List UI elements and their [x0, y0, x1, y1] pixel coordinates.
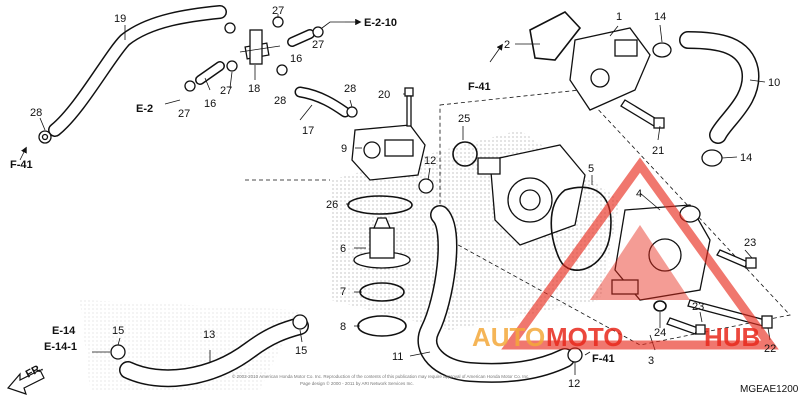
callout-1: 1 [616, 11, 622, 23]
clamp-28-right[interactable] [346, 106, 358, 118]
callout-23: 23 [692, 301, 704, 313]
clamp-27-e[interactable] [184, 80, 196, 92]
callout-23: 23 [744, 237, 756, 249]
clamp-27-d[interactable] [226, 60, 238, 72]
callout-3: 3 [648, 355, 654, 367]
bolt-21[interactable] [620, 99, 665, 129]
callout-8: 8 [340, 321, 346, 333]
copyright-line-2: Page design © 2000 - 2011 by ARI Network… [300, 380, 414, 386]
clamp-14-lower[interactable] [701, 149, 723, 167]
callout-26: 26 [326, 199, 338, 211]
ref-e-2: E-2 [136, 103, 153, 115]
clamp-28-mid[interactable] [276, 64, 288, 76]
watermark-logo [501, 157, 779, 350]
callout-14: 14 [740, 152, 752, 164]
callout-28: 28 [30, 107, 42, 119]
callout-5: 5 [588, 163, 594, 175]
hose-joint-18[interactable] [239, 29, 281, 65]
clamp-15-left[interactable] [110, 344, 126, 360]
callout-17: 17 [302, 125, 314, 137]
arrow-f41-bottom [584, 351, 591, 356]
water-pump-body[interactable] [477, 144, 586, 246]
callout-7: 7 [340, 286, 346, 298]
callout-16: 16 [290, 53, 302, 65]
hose-17[interactable] [294, 86, 351, 118]
callout-28: 28 [274, 95, 286, 107]
callout-16: 16 [204, 98, 216, 110]
o-ring-26[interactable] [347, 195, 413, 215]
hose-10[interactable] [679, 31, 760, 144]
hose-16-left[interactable] [195, 61, 225, 85]
front-direction-arrow [6, 369, 45, 395]
arrow-e2 [164, 99, 181, 105]
callout-28: 28 [344, 83, 356, 95]
arrow-f41-left [19, 146, 27, 161]
gasket-2[interactable] [529, 11, 582, 61]
ref-f-41-left: F-41 [10, 159, 33, 171]
arrow-f41-top [489, 43, 503, 63]
bolt-23-upper[interactable] [716, 249, 757, 269]
ref-e-2-10: E-2-10 [364, 17, 397, 29]
svg-text:MOTO: MOTO [546, 322, 624, 352]
callout-27: 27 [312, 39, 324, 51]
clamp-15-right[interactable] [292, 314, 308, 330]
bolt-22[interactable] [687, 299, 773, 329]
callout-9: 9 [341, 143, 347, 155]
assembly-guide-box [439, 89, 791, 346]
ref-f-41-top: F-41 [468, 81, 491, 93]
callout-2: 2 [504, 39, 510, 51]
callout-25: 25 [458, 113, 470, 125]
clamp-27-a[interactable] [224, 22, 236, 34]
watermark-text: AUTO MOTO HUB [472, 322, 760, 352]
clamp-14-upper[interactable] [652, 42, 672, 58]
callout-27: 27 [220, 85, 232, 97]
callout-24: 24 [654, 327, 666, 339]
thermostat-6[interactable] [353, 217, 411, 269]
svg-text:HUB: HUB [704, 322, 760, 352]
washer-24[interactable] [653, 300, 667, 312]
callout-10: 10 [768, 77, 780, 89]
copyright-line-1: © 2003-2010 American Honda Motor Co. Inc… [232, 373, 529, 379]
callout-12: 12 [424, 155, 436, 167]
diagram-code: MGEAE1200 [740, 384, 799, 395]
callout-22: 22 [764, 343, 776, 355]
callout-15: 15 [295, 345, 307, 357]
ref-f-41-bottom: F-41 [592, 353, 615, 365]
thermostat-cover-9[interactable] [351, 124, 426, 181]
o-ring-25[interactable] [452, 141, 478, 167]
callout-12: 12 [568, 378, 580, 390]
seal-8[interactable] [357, 315, 407, 337]
callout-27: 27 [272, 5, 284, 17]
clamp-12-upper[interactable] [418, 178, 434, 194]
callout-15: 15 [112, 325, 124, 337]
svg-text:AUTO: AUTO [472, 322, 545, 352]
gasket-5[interactable] [550, 186, 612, 271]
hose-11[interactable] [417, 205, 575, 383]
clamp-27-b[interactable] [272, 16, 284, 28]
hose-13[interactable] [119, 317, 309, 388]
bolt-20[interactable] [404, 87, 414, 127]
callout-18: 18 [248, 83, 260, 95]
hose-16-right[interactable] [287, 29, 315, 47]
clamp-28-left[interactable] [38, 130, 52, 144]
callout-14: 14 [654, 11, 666, 23]
callout-11: 11 [392, 351, 403, 363]
callout-6: 6 [340, 243, 346, 255]
ref-e-14: E-14 [52, 325, 76, 337]
bolt-23-lower[interactable] [666, 317, 706, 335]
callout-19: 19 [114, 13, 126, 25]
callout-20: 20 [378, 89, 390, 101]
callout-27: 27 [178, 108, 190, 120]
housing-1[interactable] [569, 27, 651, 111]
callout-21: 21 [652, 145, 664, 157]
leader-lines [39, 14, 771, 375]
ref-e-14-1: E-14-1 [44, 341, 77, 353]
callout-numbers: 19 27 27 16 27 16 27 18 28 28 28 17 20 9… [30, 5, 780, 390]
callout-13: 13 [203, 329, 215, 341]
clamp-27-c[interactable] [312, 26, 324, 38]
callout-4: 4 [636, 188, 642, 200]
